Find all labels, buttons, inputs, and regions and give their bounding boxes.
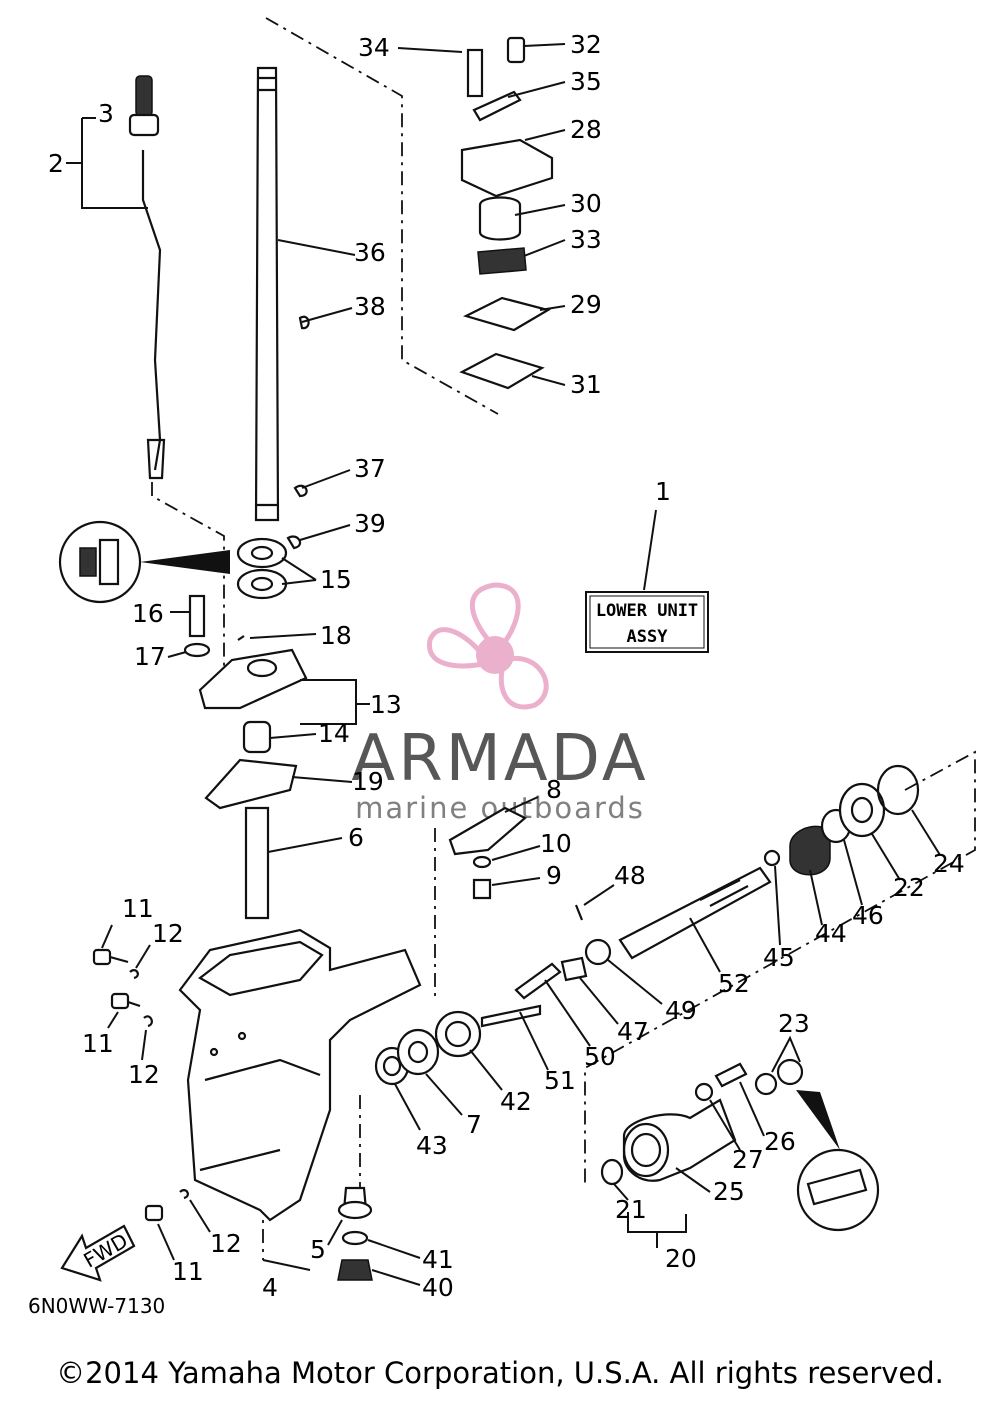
rear-gear-stack (763, 764, 941, 946)
watermark-brand: ARMADA (351, 722, 648, 796)
clip-37 (293, 484, 308, 498)
callout-23: 23 (778, 1009, 810, 1038)
propeller-shaft (618, 866, 772, 973)
callout-48: 48 (614, 861, 646, 890)
callout-12a: 12 (152, 919, 184, 948)
assembly-box: LOWER UNIT ASSY (585, 509, 709, 653)
shift-rod (66, 75, 166, 480)
callout-46: 46 (852, 901, 884, 930)
washer-10 (472, 855, 492, 869)
drive-shaft (254, 66, 356, 522)
callout-30: 30 (570, 189, 602, 218)
callout-3: 3 (98, 99, 114, 128)
callout-42: 42 (500, 1087, 532, 1116)
callout-25: 25 (713, 1177, 745, 1206)
gear-train (374, 884, 663, 1131)
shift-lower-parts (262, 1186, 421, 1286)
housing-13 (198, 648, 370, 725)
assembly-label-line1: LOWER UNIT (596, 601, 698, 621)
callout-11b: 11 (82, 1029, 114, 1058)
callout-41: 41 (422, 1245, 454, 1274)
gasket-19 (204, 758, 298, 810)
callout-14: 14 (318, 719, 350, 748)
callout-17: 17 (134, 642, 166, 671)
callout-16: 16 (132, 599, 164, 628)
callout-labels: 1 2 3 4 5 6 7 8 9 10 11 11 11 12 12 12 1… (48, 30, 965, 1302)
callout-13: 13 (370, 690, 402, 719)
callout-51: 51 (544, 1066, 576, 1095)
callout-50: 50 (584, 1042, 616, 1071)
bolt-9 (472, 878, 492, 900)
callout-27: 27 (732, 1145, 764, 1174)
callout-15: 15 (320, 565, 352, 594)
callout-35: 35 (570, 67, 602, 96)
callout-10: 10 (540, 829, 572, 858)
propeller-cap-assembly (600, 1035, 880, 1248)
bolt-16 (188, 594, 206, 638)
water-pump (397, 36, 566, 390)
callout-37: 37 (354, 454, 386, 483)
washer-17 (183, 642, 211, 658)
bearings-15 (236, 537, 317, 600)
clip-39 (286, 535, 302, 550)
callout-18: 18 (320, 621, 352, 650)
grease-icon (58, 520, 230, 604)
callout-20: 20 (665, 1244, 697, 1273)
pin-18 (237, 635, 245, 641)
callout-5: 5 (310, 1235, 326, 1264)
callout-6: 6 (348, 823, 364, 852)
callout-22: 22 (893, 873, 925, 902)
callout-29: 29 (570, 290, 602, 319)
anode-8 (448, 806, 527, 856)
forward-arrow-icon: FWD (60, 1224, 136, 1282)
callout-49: 49 (665, 996, 697, 1025)
callout-11c: 11 (172, 1257, 204, 1286)
callout-11a: 11 (122, 894, 154, 923)
callout-34: 34 (358, 33, 390, 62)
callout-47: 47 (617, 1017, 649, 1046)
callout-21: 21 (615, 1195, 647, 1224)
callout-4: 4 (262, 1273, 278, 1302)
clip-38 (298, 315, 310, 330)
callout-44: 44 (815, 919, 847, 948)
callout-31: 31 (570, 370, 602, 399)
callout-1: 1 (655, 477, 671, 506)
drawing-code: 6N0WW-7130 (28, 1294, 165, 1318)
callout-28: 28 (570, 115, 602, 144)
callout-12b: 12 (128, 1060, 160, 1089)
callout-24: 24 (933, 849, 965, 878)
callout-2: 2 (48, 149, 64, 178)
callout-8: 8 (546, 775, 562, 804)
assembly-label-line2: ASSY (627, 627, 669, 647)
callout-12c: 12 (210, 1229, 242, 1258)
callout-36: 36 (354, 238, 386, 267)
callout-33: 33 (570, 225, 602, 254)
callout-19: 19 (352, 767, 384, 796)
callout-45: 45 (763, 943, 795, 972)
callout-52: 52 (718, 969, 750, 998)
callout-26: 26 (764, 1127, 796, 1156)
callout-40: 40 (422, 1273, 454, 1302)
callout-32: 32 (570, 30, 602, 59)
bushing-14 (242, 720, 272, 754)
callout-43: 43 (416, 1131, 448, 1160)
callout-7: 7 (466, 1110, 482, 1139)
lower-casing (178, 928, 422, 1222)
propeller-icon (427, 582, 549, 710)
callout-9: 9 (546, 861, 562, 890)
copyright-footer: ©2014 Yamaha Motor Corporation, U.S.A. A… (56, 1356, 944, 1390)
fasteners-11-12 (92, 924, 211, 1261)
callout-38: 38 (354, 292, 386, 321)
water-tube-6 (244, 806, 270, 920)
callout-39: 39 (354, 509, 386, 538)
watermark-logo: ARMADA marine outboards (351, 582, 648, 825)
